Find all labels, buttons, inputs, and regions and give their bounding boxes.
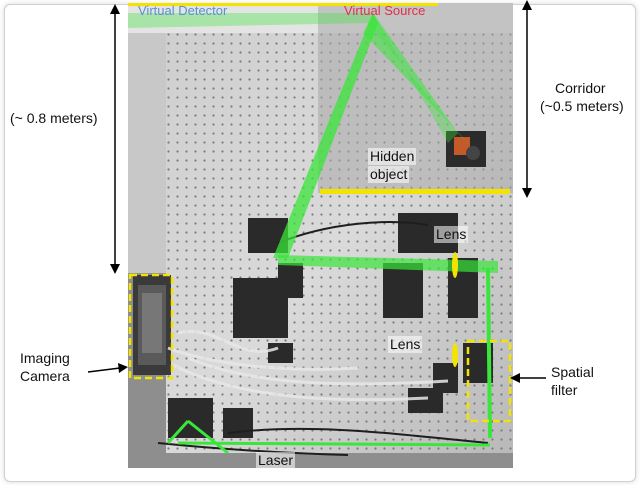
lab-photo-illustration xyxy=(128,3,513,468)
spatial-filter-label-1: Spatial xyxy=(551,364,594,380)
hidden-wall-line xyxy=(320,189,510,194)
hidden-object-label-2: object xyxy=(368,166,410,183)
imaging-camera-label-1: Imaging xyxy=(20,350,70,366)
imaging-camera-label-2: Camera xyxy=(20,368,70,384)
spatial-filter-pointer xyxy=(510,373,546,383)
spatial-filter-highlight-box xyxy=(466,339,512,423)
lens-marker-top xyxy=(452,252,458,278)
virtual-detector-label: Virtual Detector xyxy=(138,3,228,18)
imaging-camera-pointer xyxy=(88,363,128,373)
virtual-source-label: Virtual Source xyxy=(344,3,426,18)
camera-highlight-box xyxy=(128,273,174,380)
height-label: (~ 0.8 meters) xyxy=(10,110,98,126)
laser-beams xyxy=(128,13,498,455)
corridor-label-1: Corridor xyxy=(555,80,606,96)
imaging-camera xyxy=(133,275,171,375)
laser-label: Laser xyxy=(256,452,296,469)
corridor-arrow xyxy=(522,0,532,198)
hidden-object xyxy=(446,131,486,167)
lens-marker-mid xyxy=(452,343,458,367)
height-arrow xyxy=(110,4,120,274)
lens-label-mid: Lens xyxy=(388,336,423,353)
hidden-object-label-1: Hidden xyxy=(368,148,417,165)
lens-label-top: Lens xyxy=(434,226,469,243)
corridor-label-2: (~0.5 meters) xyxy=(540,98,624,114)
spatial-filter-label-2: filter xyxy=(551,382,578,398)
lab-photo xyxy=(128,3,513,468)
